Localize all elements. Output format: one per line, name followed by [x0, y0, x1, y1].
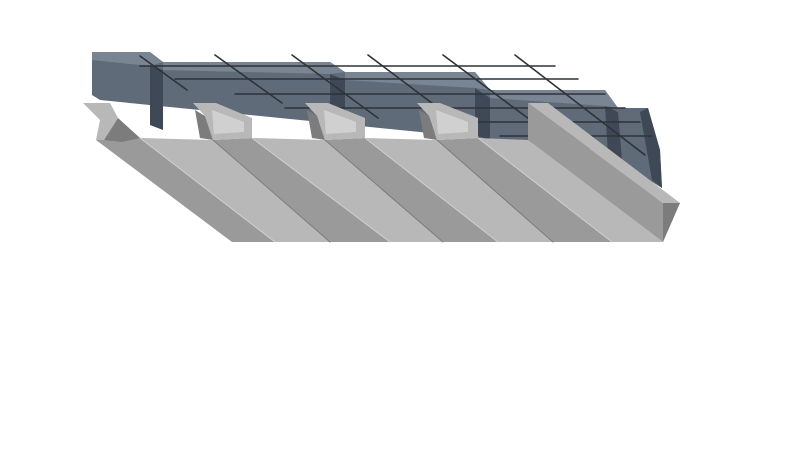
deck-rib-profile-2: [193, 103, 252, 140]
deck-pan-4: [252, 138, 443, 242]
rebar-transverse: [214, 54, 283, 104]
deck-end-closure: [528, 103, 680, 242]
concrete-slab-body: [92, 52, 662, 188]
steel-deck: [83, 103, 680, 243]
concrete-ridge-1: [92, 52, 163, 66]
deck-rib-edge: [212, 139, 331, 243]
concrete-groove-3: [475, 88, 490, 140]
concrete-groove-1: [150, 66, 163, 130]
deck-pan-2: [140, 138, 330, 242]
deck-rib-profile-3: [305, 103, 365, 140]
deck-pan-7: [437, 138, 612, 242]
concrete-groove-4: [605, 106, 622, 160]
deck-rib-edge: [251, 137, 391, 243]
deck-rib-edge: [436, 139, 554, 243]
concrete-ridge-2: [163, 62, 345, 74]
deck-pan-5: [325, 138, 498, 242]
deck-pan-3: [213, 138, 390, 242]
deck-pan-8: [478, 138, 663, 242]
deck-rib-edge: [139, 137, 276, 243]
reinforcement-mesh: [139, 54, 653, 156]
concrete-end-face: [640, 108, 662, 188]
deck-pan-6: [365, 138, 553, 242]
deck-rib-edge: [364, 137, 499, 243]
deck-rib-edge: [324, 139, 444, 243]
rebar-transverse: [514, 54, 646, 156]
deck-rib-profile-1: [83, 103, 140, 142]
deck-pan-1: [96, 138, 275, 242]
deck-rib-edge: [477, 137, 613, 243]
rebar-transverse: [139, 55, 188, 91]
rebar-transverse: [291, 54, 379, 119]
deck-rib-profile-4: [417, 103, 478, 140]
concrete-ridge-3: [345, 72, 490, 90]
